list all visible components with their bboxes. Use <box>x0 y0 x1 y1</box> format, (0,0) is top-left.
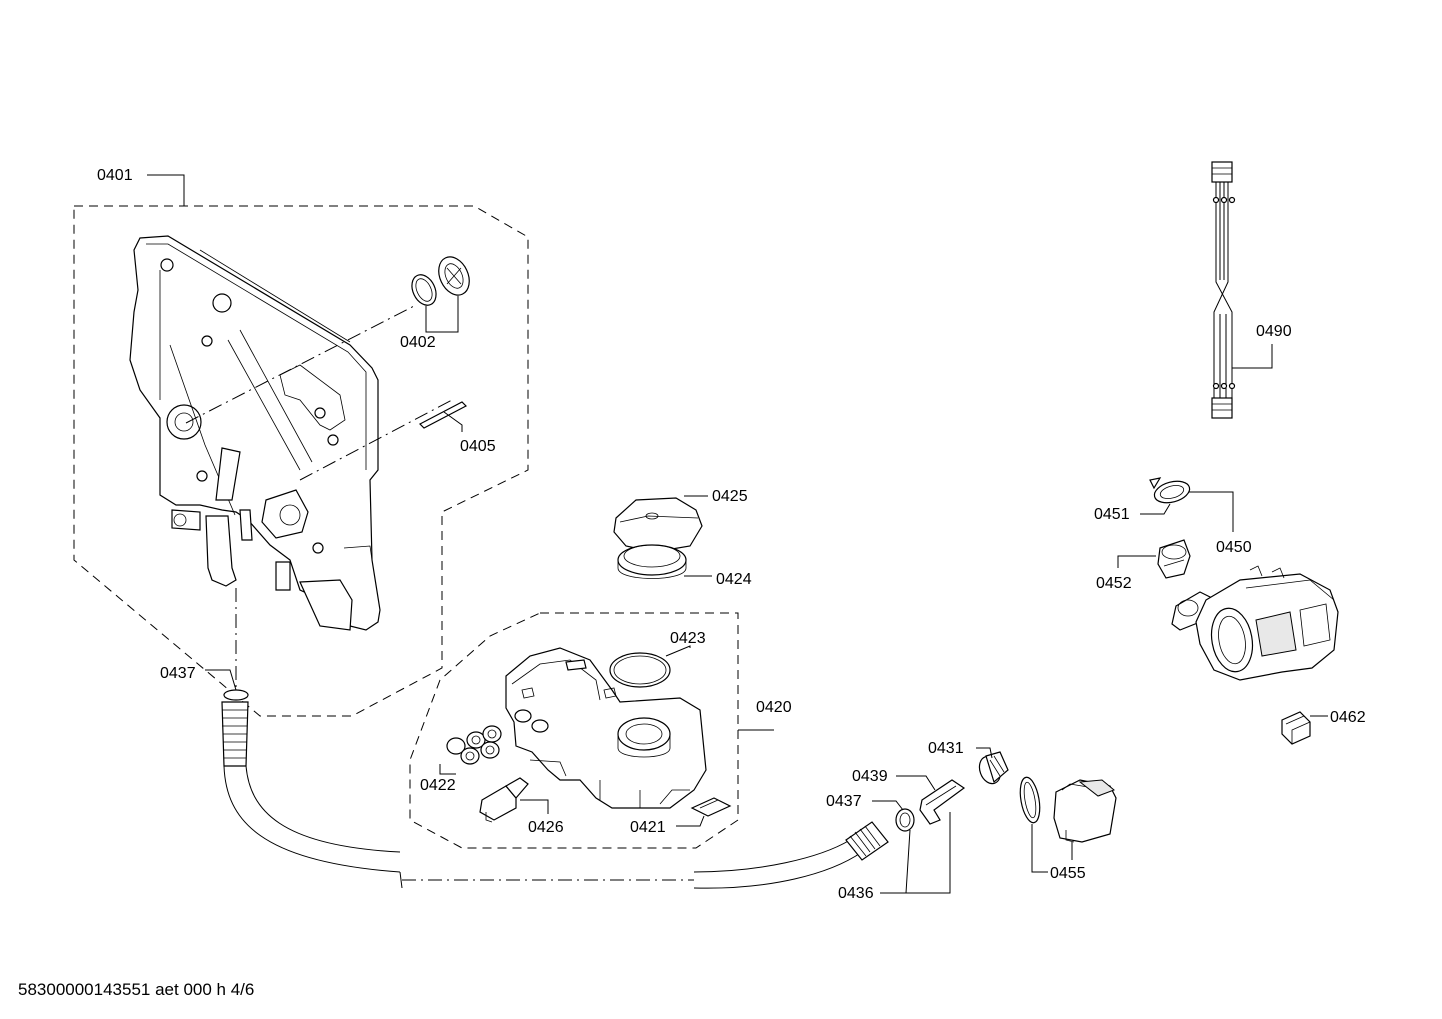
callout-label-0422: 0422 <box>420 777 456 794</box>
part-0423-seal[interactable] <box>609 652 671 688</box>
callout-label-0436: 0436 <box>838 885 874 902</box>
callout-label-0439: 0439 <box>852 768 888 785</box>
part-0439-clip[interactable] <box>919 779 966 825</box>
drawing-reference-footer: 58300000143551 aet 000 h 4/6 <box>18 980 255 999</box>
callout-label-0455: 0455 <box>1050 865 1086 882</box>
callout-label-0421: 0421 <box>630 819 666 836</box>
part-0420-sump[interactable] <box>505 647 707 809</box>
part-0437-hose-end[interactable] <box>221 689 249 767</box>
part-0450-heat-pump[interactable] <box>1171 565 1339 681</box>
callout-label-0431: 0431 <box>928 740 964 757</box>
callout-label-0402: 0402 <box>400 334 436 351</box>
part-0422-rings[interactable] <box>446 725 502 765</box>
group-boundary-0401 <box>73 205 529 717</box>
part-0452-fitting[interactable] <box>1157 539 1191 579</box>
part-0405-pin[interactable] <box>418 401 468 429</box>
callout-label-0401: 0401 <box>97 167 133 184</box>
part-0451-clamp[interactable] <box>1149 477 1192 507</box>
part-0401-housing[interactable] <box>129 235 381 631</box>
callout-label-0462: 0462 <box>1330 709 1366 726</box>
callout-label-0437-left: 0437 <box>160 665 196 682</box>
callout-label-0423: 0423 <box>670 630 706 647</box>
callout-label-0450: 0450 <box>1216 539 1252 556</box>
callout-label-0424: 0424 <box>716 571 752 588</box>
callout-label-0452: 0452 <box>1096 575 1132 592</box>
part-0437-oring[interactable] <box>895 808 915 832</box>
callout-label-0420: 0420 <box>756 699 792 716</box>
callout-label-0405: 0405 <box>460 438 496 455</box>
part-0424-ring[interactable] <box>617 544 687 579</box>
part-0421-clip[interactable] <box>690 797 732 817</box>
callout-label-0437-right: 0437 <box>826 793 862 810</box>
callout-label-0451: 0451 <box>1094 506 1130 523</box>
part-0431-nut[interactable] <box>976 751 1009 787</box>
callout-label-0426: 0426 <box>528 819 564 836</box>
part-0490-cable-harness[interactable] <box>1211 161 1236 419</box>
part-0455-drain-pump[interactable] <box>1017 776 1117 843</box>
part-0436-hose-coupling[interactable] <box>845 821 889 861</box>
part-0462-connector[interactable] <box>1281 711 1311 745</box>
callout-label-0425: 0425 <box>712 488 748 505</box>
part-0426-sensor[interactable] <box>479 777 529 823</box>
callout-label-0490: 0490 <box>1256 323 1292 340</box>
part-0402-seal-and-cap[interactable] <box>407 252 475 309</box>
part-0425-filter-cap[interactable] <box>613 497 703 553</box>
group-boundary-0420 <box>409 612 739 849</box>
part-drain-hose <box>223 765 863 889</box>
